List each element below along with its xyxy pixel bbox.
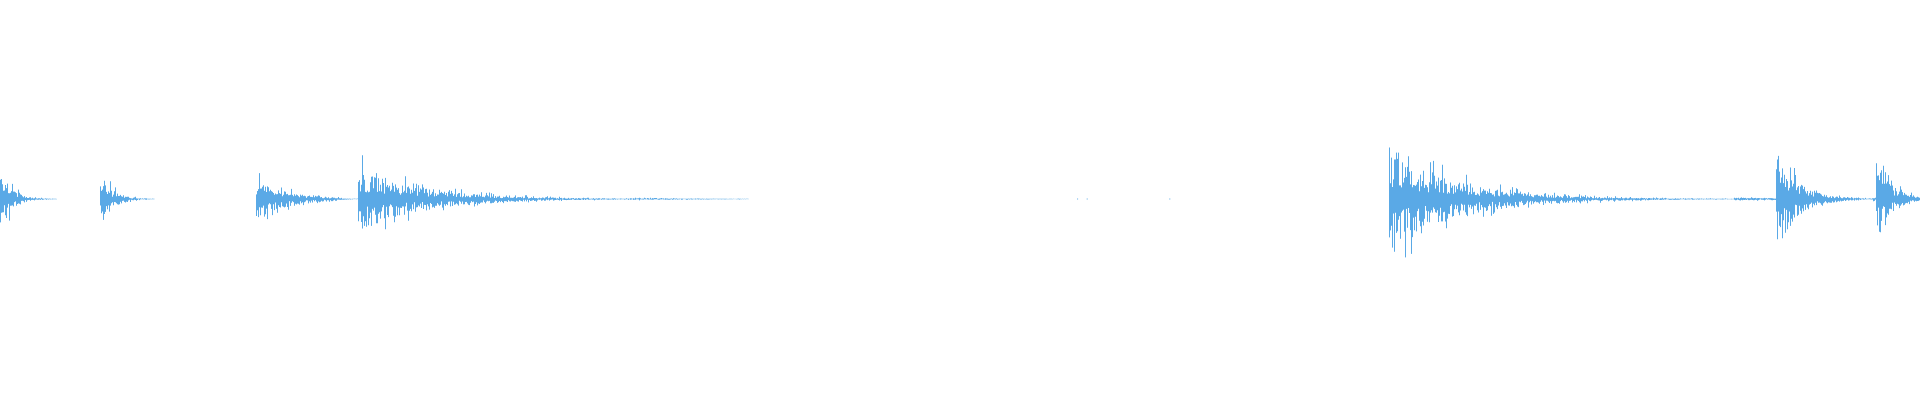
baseline-dot [1643, 198, 1644, 200]
waveform-baseline-dots [576, 198, 1736, 200]
baseline-dot [1734, 198, 1736, 200]
waveform-speck [1169, 198, 1171, 200]
waveform-path [0, 147, 1920, 258]
baseline-dot [576, 198, 577, 200]
baseline-dot [1689, 198, 1691, 200]
baseline-dot [585, 198, 587, 200]
waveform-speck [1086, 198, 1088, 200]
baseline-dot [1664, 198, 1666, 200]
baseline-dot [631, 198, 632, 200]
baseline-dot [608, 198, 610, 200]
baseline-dot [1632, 198, 1633, 200]
baseline-dot [1653, 198, 1655, 200]
baseline-dot [1722, 198, 1724, 200]
baseline-dot [620, 198, 622, 200]
baseline-dot [598, 198, 599, 200]
waveform-speck [1077, 198, 1079, 200]
baseline-dot [1677, 198, 1679, 200]
baseline-dot [1709, 198, 1711, 200]
baseline-dot [1699, 198, 1700, 200]
